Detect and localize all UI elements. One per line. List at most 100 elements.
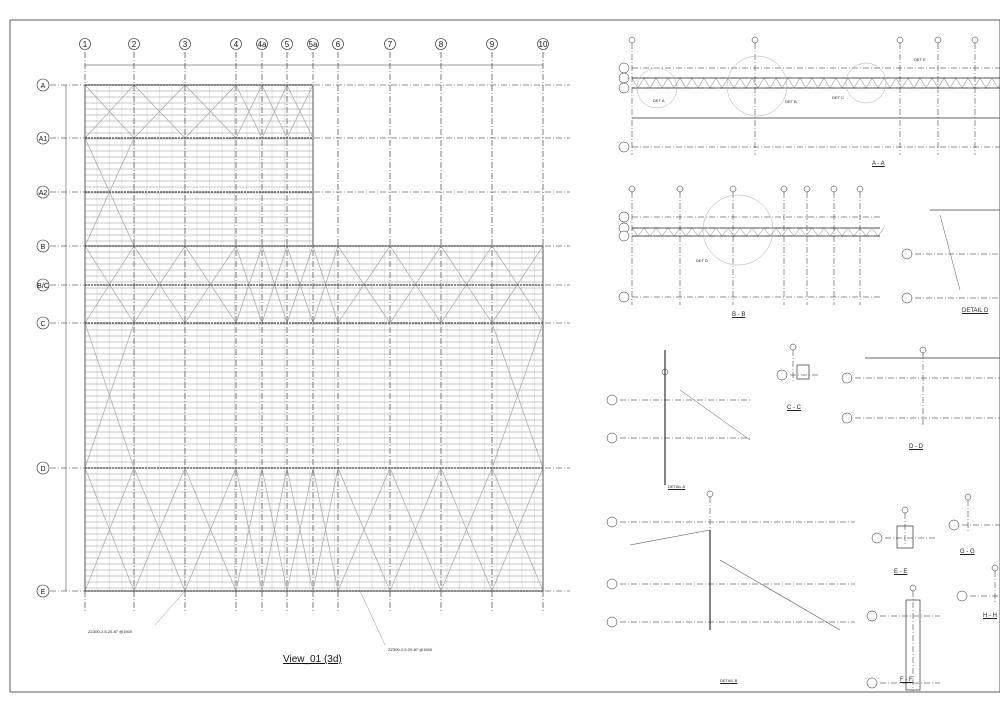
truss-web (763, 77, 771, 89)
truss-web (649, 227, 657, 237)
truss-web (955, 77, 963, 89)
level-bubble (618, 141, 630, 153)
det-d-label: DET D (696, 258, 708, 263)
grid-column-label: 2 (132, 40, 137, 49)
section-ee-title: E - E (894, 569, 908, 575)
level-bubble (618, 62, 630, 74)
grid-bubble (179, 38, 191, 50)
truss-web (745, 227, 753, 237)
grid-bubble (256, 38, 268, 50)
grid-bubble (971, 36, 979, 44)
level-bubble (618, 82, 630, 94)
grid-column-label: 5a (309, 40, 318, 49)
level-bubble (841, 372, 853, 384)
det-c-label: DET C (832, 95, 844, 100)
grid-bubble (628, 36, 636, 44)
bracing-line (133, 245, 186, 324)
truss-web (721, 227, 729, 237)
grid-bubble (307, 38, 319, 50)
level-bubble (618, 211, 630, 223)
grid-row-label: A1 (39, 136, 48, 143)
level-bubble (618, 72, 630, 84)
bracing-line (440, 467, 493, 592)
truss-web (739, 227, 747, 237)
grid-bubble (934, 36, 942, 44)
truss-web (823, 77, 831, 89)
rafter-member (719, 559, 841, 631)
level-bubble (606, 432, 618, 444)
truss-web (787, 227, 795, 237)
grid-bubble (991, 564, 999, 572)
truss-web (871, 77, 879, 89)
truss-web (661, 227, 669, 237)
grid-bubble (435, 38, 447, 50)
truss-web (913, 77, 921, 89)
grid-bubble (896, 36, 904, 44)
truss-web (775, 227, 783, 237)
sheet-border (9, 19, 1000, 693)
grid-column-label: 8 (439, 40, 444, 49)
bracing-line (84, 322, 135, 469)
bracing-line (133, 467, 186, 592)
truss-web (655, 227, 663, 237)
grid-column-label: 4 (234, 40, 239, 49)
grid-column-label: 6 (336, 40, 341, 49)
section-cc-title: C - C (787, 405, 801, 411)
truss-web (847, 77, 855, 89)
truss-web (751, 227, 759, 237)
truss-web (733, 77, 741, 89)
truss-web (949, 77, 957, 89)
truss-web (787, 77, 795, 89)
truss-web (709, 77, 717, 89)
grid-column-label: 4a (258, 40, 267, 49)
rafter-member (679, 389, 751, 441)
truss-web (889, 77, 897, 89)
det-a-label: DET A (653, 98, 665, 103)
bracing-line (235, 467, 263, 592)
truss-web (799, 77, 807, 89)
truss-web (895, 77, 903, 89)
truss-web (691, 77, 699, 89)
bracing-line (184, 84, 237, 139)
truss-web (703, 77, 711, 89)
grid-bubble (830, 185, 838, 193)
grid-bubble (36, 584, 50, 598)
grid-row-label: B/C (37, 283, 49, 290)
truss-web (721, 77, 729, 89)
bracing-line (389, 467, 442, 592)
grid-column-label: 7 (388, 40, 393, 49)
truss-web (853, 77, 861, 89)
grid-bubble (789, 343, 797, 351)
roof-outline (84, 245, 544, 592)
truss-web (835, 227, 843, 237)
grid-column-label: 9 (490, 40, 495, 49)
grid-bubble (281, 38, 293, 50)
level-bubble (776, 369, 788, 381)
truss-web (865, 227, 873, 237)
detail-circle (845, 62, 887, 104)
truss-web (679, 227, 687, 237)
grid-bubble (230, 38, 242, 50)
level-bubble (956, 590, 968, 602)
truss-web (937, 77, 945, 89)
section-ff-title: F - F (900, 677, 913, 683)
section-bb-title: B - B (732, 312, 746, 318)
truss-web (883, 77, 891, 89)
bracing-line (491, 467, 544, 592)
truss-web (841, 227, 849, 237)
grid-bubble (729, 185, 737, 193)
truss-web (997, 84, 1000, 89)
rafter-member (629, 529, 711, 546)
level-bubble (866, 610, 878, 622)
leader-line (359, 590, 386, 646)
truss-web (871, 227, 879, 237)
grid-bubble (909, 584, 917, 592)
truss-web (775, 77, 783, 89)
truss-web (793, 77, 801, 89)
truss-web (985, 77, 993, 89)
grid-bubble (964, 493, 972, 501)
grid-bubble (36, 131, 50, 145)
det-b-label: DET B (785, 99, 797, 104)
truss-web (637, 77, 645, 89)
